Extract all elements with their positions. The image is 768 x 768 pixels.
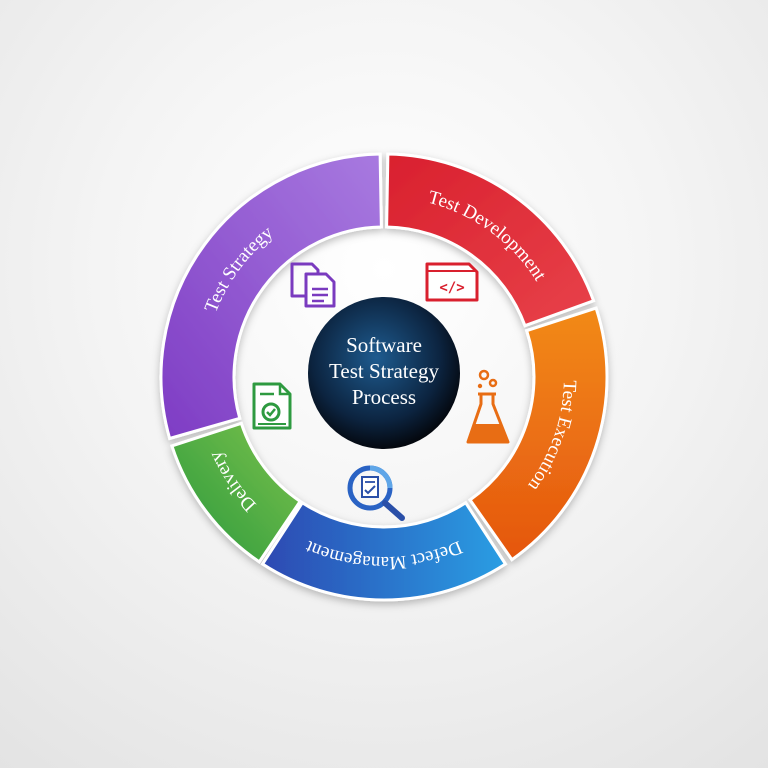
hub-line-2: Test Strategy [329,359,439,383]
segment-test-execution[interactable] [467,306,609,562]
lab-flask-icon [466,369,510,444]
approved-document-icon [252,382,292,430]
segment-test-strategy[interactable] [159,152,383,441]
segment-delivery[interactable] [170,421,303,564]
hub-line-3: Process [352,385,416,409]
center-hub: Software Test Strategy Process [308,297,460,449]
code-file-icon: </> [425,262,479,302]
svg-text:</>: </> [439,280,464,296]
segment-test-development[interactable] [385,152,596,328]
segment-defect-management[interactable] [260,500,508,602]
process-ring [159,152,609,602]
copy-documents-icon [290,262,336,308]
hub-line-1: Software [346,333,422,357]
search-report-icon [347,465,405,521]
